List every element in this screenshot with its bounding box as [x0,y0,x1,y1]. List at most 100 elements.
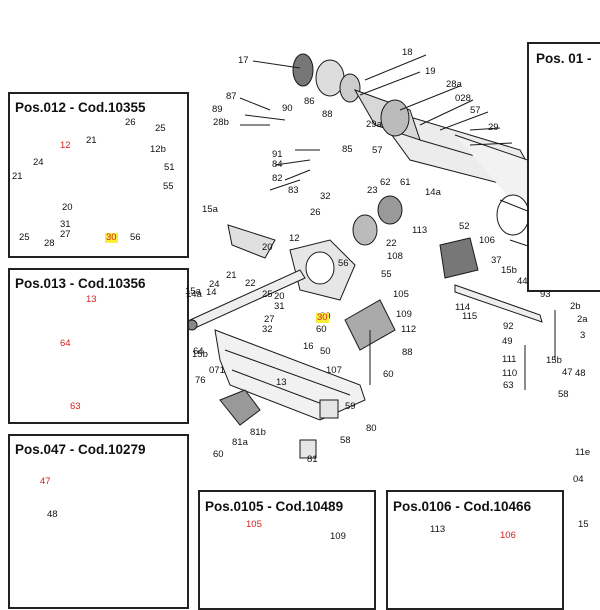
part-label: 105 [246,519,262,530]
pos01-title: Pos. 01 - [536,51,592,66]
part-label: 14a [425,187,441,198]
part-label: 86 [304,96,315,107]
part-label: 109 [330,531,346,542]
part-label: 32 [320,191,331,202]
part-label: 63 [503,380,514,391]
part-label: 15b [546,355,562,366]
part-label: 071 [209,365,225,376]
part-label: 106 [500,530,516,541]
part-label: 20 [274,291,285,302]
part-label: 29a [366,119,382,130]
pos0106-title: Pos.0106 - Cod.10466 [393,499,532,514]
pos0105-title: Pos.0105 - Cod.10489 [205,499,344,514]
part-label: 14a [186,289,202,300]
part-label: 44 [517,276,528,287]
part-label: 110 [502,368,518,379]
part-label: 80 [366,423,377,434]
part-label: 47 [562,367,573,378]
part-label: 58 [558,389,569,400]
part-label: 57 [470,105,481,116]
part-label: 04 [573,474,584,485]
part-label: 22 [386,238,397,249]
part-label: 89 [212,104,223,115]
pos047-box: Pos.047 - Cod.10279 [8,434,189,609]
part-label: 3 [580,330,586,341]
part-label: 64 [193,346,204,357]
part-label: 17 [238,55,249,66]
part-label: 31 [274,301,285,312]
part-label: 56 [130,232,141,243]
part-label: 55 [163,181,174,192]
part-label: 60 [383,369,394,380]
part-label: 24 [33,157,44,168]
pos012-title: Pos.012 - Cod.10355 [15,100,146,115]
part-label: 106 [479,235,495,246]
part-label: 81b [250,427,266,438]
part-label: 11e [575,447,591,458]
part-label: 27 [60,229,71,240]
part-label: 113 [430,524,446,535]
part-label: 15a [202,204,218,215]
pos047-title: Pos.047 - Cod.10279 [15,442,146,457]
part-label: 61 [400,177,411,188]
part-label: 2b [570,301,581,312]
part-label: 028 [455,93,471,104]
part-label: 91 [272,149,283,160]
part-label: 26 [125,117,136,128]
part-label: 55 [381,269,392,280]
pos012-box: Pos.012 - Cod.10355 [8,92,189,258]
part-label: 57 [372,145,383,156]
part-label: 92 [503,321,514,332]
part-label: 60 [316,324,327,335]
part-label: 14 [206,287,217,298]
part-label: 90 [282,103,293,114]
part-label: 52 [459,221,470,232]
part-label: 51 [164,162,175,173]
part-label: 108 [387,251,403,262]
part-label: 37 [491,255,502,266]
part-label: 26 [310,207,321,218]
part-label: 111 [502,354,517,365]
part-label: 15b [192,349,208,360]
pos0106-box: Pos.0106 - Cod.10466 [386,490,564,610]
part-label-highlighted: 30 [316,312,329,323]
part-label: 25 [19,232,30,243]
part-label: 47 [40,476,51,487]
part-label: 2a [577,314,588,325]
part-label: 21 [226,270,237,281]
part-label: 12 [60,140,71,151]
pos013-title: Pos.013 - Cod.10356 [15,276,146,291]
part-label: 29 [488,122,499,133]
part-label: 23 [367,185,378,196]
part-label: 28 [44,238,55,249]
part-label: 60 [213,449,224,460]
part-label-highlighted: 30 [105,232,118,243]
part-label: 88 [322,109,333,120]
part-label: 16 [303,341,314,352]
pos013-box: Pos.013 - Cod.10356 [8,268,189,424]
part-label: 25 [155,123,166,134]
part-label: 49 [502,336,513,347]
part-label: 93 [540,289,551,300]
part-label: 81 [307,454,318,465]
pos01-box: Pos. 01 - [527,42,600,292]
part-label: 114 [455,302,471,313]
part-label: 28b [213,117,229,128]
part-label: 20 [62,202,73,213]
part-label: 21 [12,171,23,182]
part-label: 13 [276,377,287,388]
part-label: 32 [262,324,273,335]
part-label: 27 [264,314,275,325]
part-label: 50 [320,346,331,357]
part-label: 112 [401,324,417,335]
part-label: 83 [288,185,299,196]
part-label: 115 [462,311,478,322]
part-label: 64 [60,338,71,349]
part-label: 85 [342,144,353,155]
part-label: 87 [226,91,237,102]
part-label: 62 [380,177,391,188]
part-label: 48 [47,509,58,520]
part-label: 15a [185,286,201,297]
part-label: 28a [446,79,462,90]
